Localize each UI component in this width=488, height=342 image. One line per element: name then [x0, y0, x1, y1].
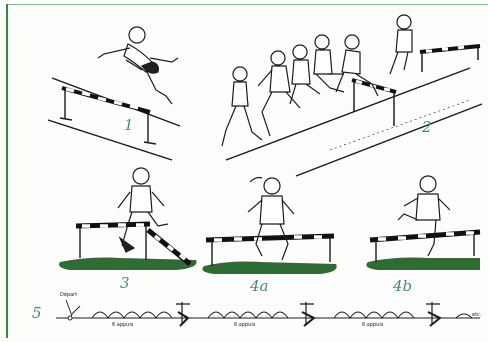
figure-label-1: 1	[124, 118, 134, 133]
figure-label-4b: 4b	[393, 279, 412, 294]
strip-steps-label-2: 6 appuis	[234, 323, 255, 328]
strip-steps-label-1: 6 appuis	[112, 323, 133, 328]
figure-3	[59, 168, 196, 270]
strip-end-label: etc.	[472, 313, 481, 318]
figure-4a	[202, 178, 336, 275]
figure-1-hurdle-top-view	[48, 78, 180, 160]
figure-label-2: 2	[422, 120, 432, 135]
figure-1-athlete	[98, 27, 178, 104]
figure-2-hurdles	[352, 46, 480, 126]
figure-label-4a: 4a	[250, 279, 269, 294]
figure-4b	[366, 176, 480, 270]
figure-label-5: 5	[32, 306, 42, 321]
figure-label-3: 3	[120, 276, 130, 291]
strip-start-label: Départ	[60, 293, 77, 298]
strip-steps-label-3: 6 appuis	[362, 323, 383, 328]
